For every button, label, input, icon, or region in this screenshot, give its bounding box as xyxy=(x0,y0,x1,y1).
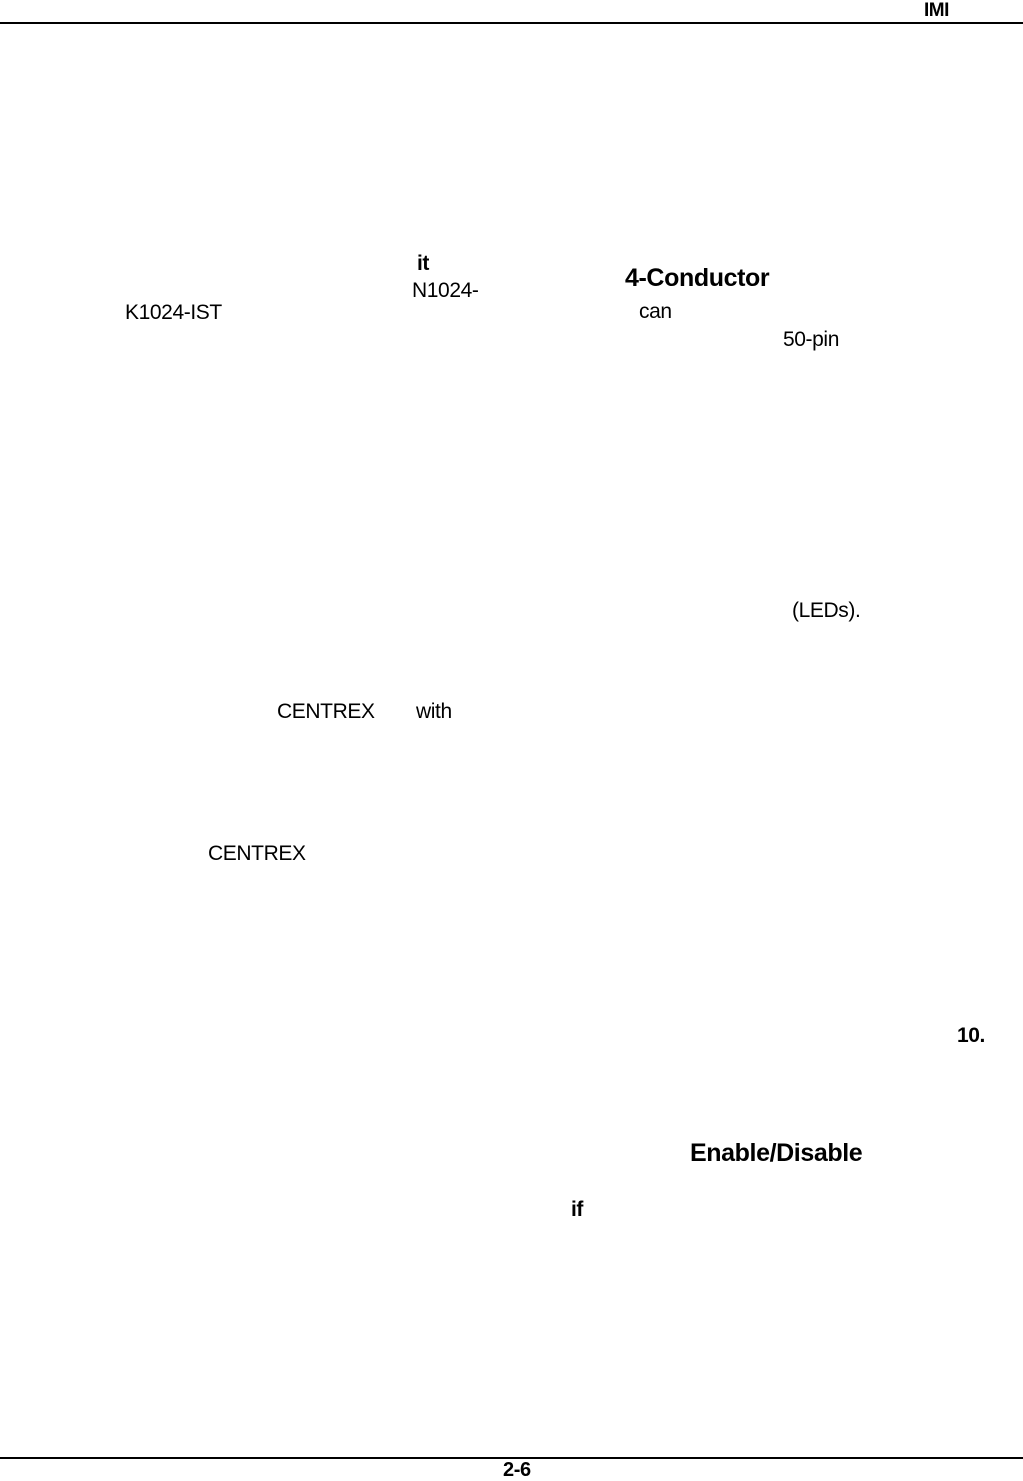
page-number: 2-6 xyxy=(503,1459,531,1481)
text-fragment-k1024-ist: K1024-IST xyxy=(125,301,222,324)
text-fragment-centrex-2: CENTREX xyxy=(208,842,306,865)
text-fragment-ten: 10. xyxy=(957,1024,985,1047)
text-fragment-it: it xyxy=(417,252,430,275)
text-fragment-enable-disable: Enable/Disable xyxy=(690,1139,863,1167)
text-fragment-if: if xyxy=(571,1198,584,1221)
text-fragment-4-conductor: 4-Conductor xyxy=(625,264,770,292)
text-fragment-can: can xyxy=(639,300,672,323)
text-fragment-centrex-1: CENTREX xyxy=(277,700,375,723)
text-fragment-with: with xyxy=(416,700,452,723)
text-fragment-leds: (LEDs). xyxy=(792,599,861,622)
header-mark: IMI xyxy=(924,0,949,21)
text-fragment-50-pin: 50-pin xyxy=(783,328,839,351)
text-fragment-n1024: N1024- xyxy=(412,279,479,302)
header-rule xyxy=(0,22,1023,24)
footer-rule xyxy=(0,1457,1023,1459)
